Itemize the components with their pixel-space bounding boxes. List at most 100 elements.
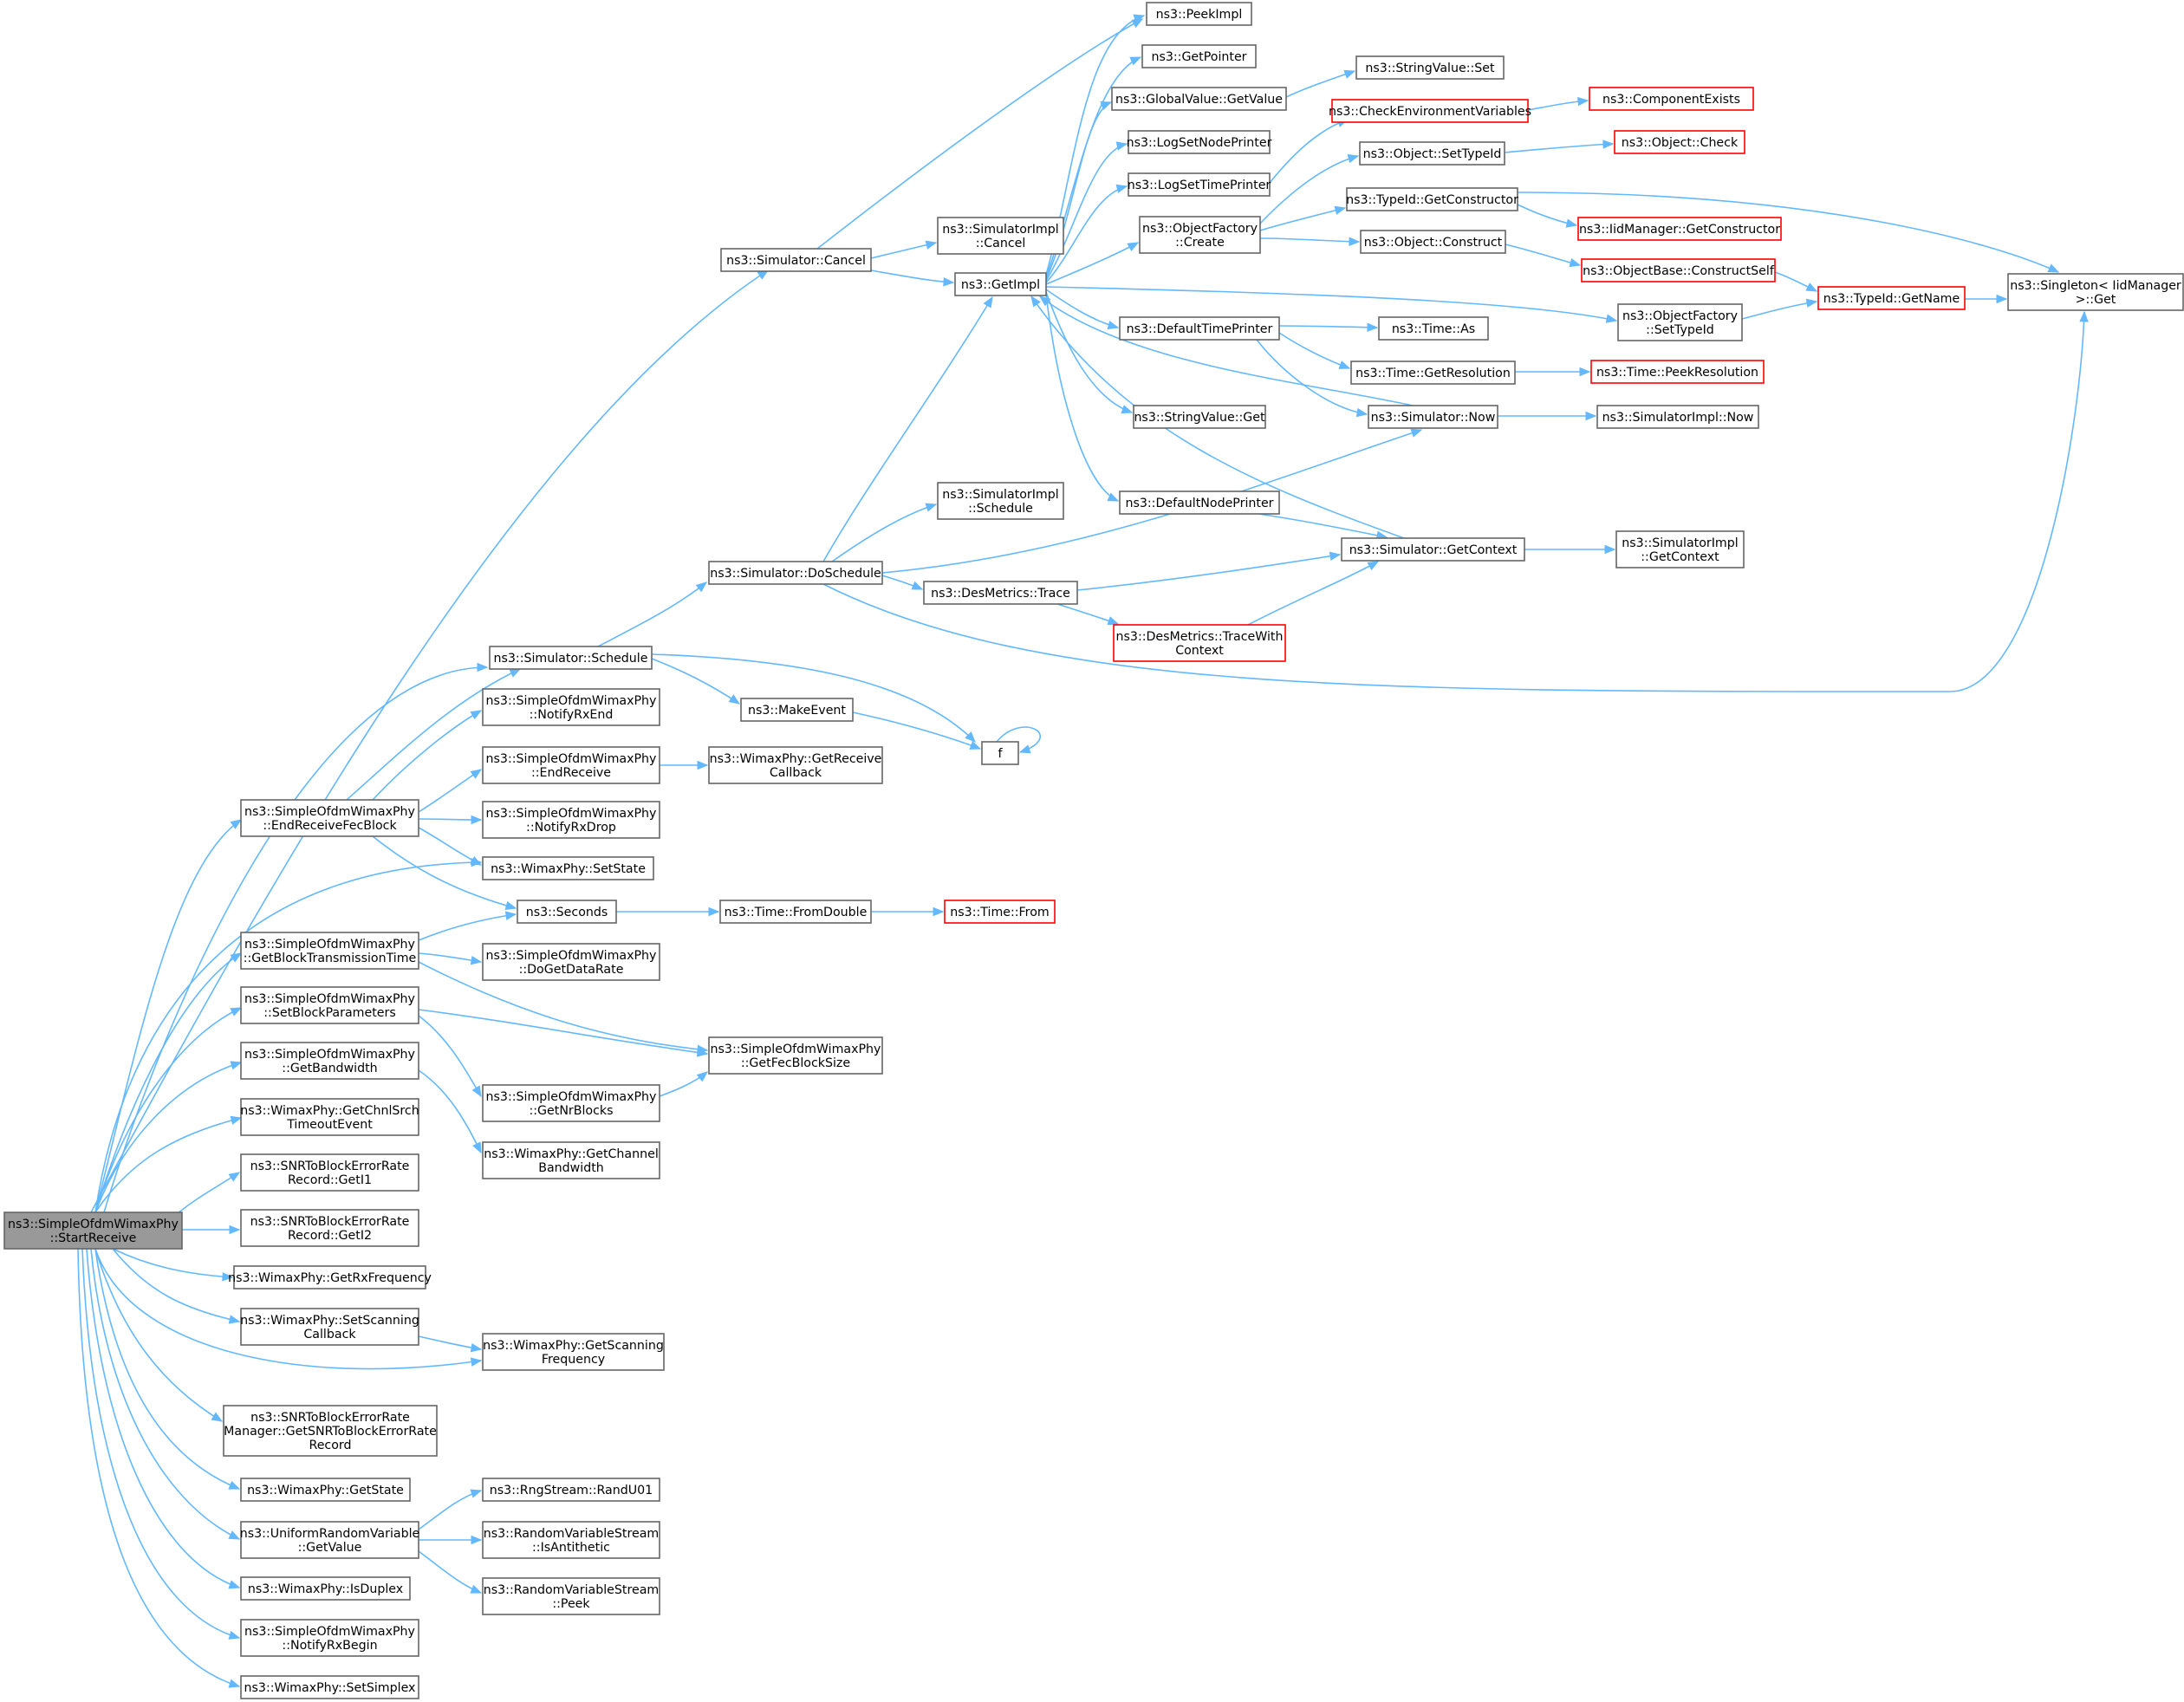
node-objsettypeid[interactable]: ns3::Object::SetTypeId — [1359, 141, 1505, 166]
node-simnow[interactable]: ns3::Simulator::Now — [1368, 405, 1498, 429]
node-box[interactable] — [240, 799, 419, 837]
node-urvgetvalue[interactable]: ns3::UniformRandomVariable::GetValue — [240, 1521, 420, 1559]
node-box[interactable] — [2007, 273, 2184, 311]
node-box[interactable] — [482, 1521, 660, 1559]
node-singleton[interactable]: ns3::Singleton< IidManager>::Get — [2007, 273, 2184, 311]
node-endrecfec[interactable]: ns3::SimpleOfdmWimaxPhy::EndReceiveFecBl… — [240, 799, 419, 837]
node-box[interactable] — [240, 1478, 411, 1502]
node-box[interactable] — [719, 900, 872, 924]
node-cancel[interactable]: ns3::Simulator::Cancel — [720, 248, 872, 272]
node-box[interactable] — [1581, 258, 1776, 283]
node-box[interactable] — [708, 561, 883, 585]
node-tidgetctor[interactable]: ns3::TypeId::GetConstructor — [1346, 187, 1518, 211]
node-timeas[interactable]: ns3::Time::As — [1378, 316, 1489, 341]
node-box[interactable] — [482, 1577, 660, 1615]
node-box[interactable] — [240, 932, 419, 970]
node-peekimpl[interactable]: ns3::PeekImpl — [1146, 2, 1252, 26]
node-box[interactable] — [240, 986, 419, 1024]
node-box[interactable] — [482, 801, 660, 839]
node-dosched[interactable]: ns3::Simulator::DoSchedule — [708, 561, 883, 585]
node-box[interactable] — [3, 1212, 183, 1250]
node-box[interactable] — [482, 746, 660, 784]
node-isduplex[interactable]: ns3::WimaxPhy::IsDuplex — [240, 1576, 411, 1601]
node-root[interactable]: ns3::SimpleOfdmWimaxPhy::StartReceive — [3, 1212, 183, 1250]
node-box[interactable] — [1590, 360, 1765, 384]
node-box[interactable] — [240, 1042, 419, 1080]
node-box[interactable] — [1133, 405, 1266, 429]
node-box[interactable] — [1359, 141, 1505, 166]
node-getbandwidth[interactable]: ns3::SimpleOfdmWimaxPhy::GetBandwidth — [240, 1042, 419, 1080]
node-makeevent[interactable]: ns3::MakeEvent — [740, 698, 854, 722]
node-box[interactable] — [482, 1333, 665, 1371]
node-simgetcontext[interactable]: ns3::Simulator::GetContext — [1341, 537, 1525, 562]
node-seconds[interactable]: ns3::Seconds — [517, 900, 617, 924]
node-box[interactable] — [981, 741, 1019, 765]
node-timegetres[interactable]: ns3::Time::GetResolution — [1350, 361, 1516, 385]
node-box[interactable] — [1615, 530, 1745, 568]
node-box[interactable] — [1119, 316, 1280, 341]
node-getblocktx[interactable]: ns3::SimpleOfdmWimaxPhy::GetBlockTransmi… — [240, 932, 419, 970]
node-box[interactable] — [1146, 2, 1252, 26]
node-objbaseconstruct[interactable]: ns3::ObjectBase::ConstructSelf — [1581, 258, 1776, 283]
node-box[interactable] — [1113, 624, 1286, 662]
node-getrxfreq[interactable]: ns3::WimaxPhy::GetRxFrequency — [228, 1265, 432, 1289]
node-timefrom[interactable]: ns3::Time::From — [944, 900, 1056, 924]
node-getstate[interactable]: ns3::WimaxPhy::GetState — [240, 1478, 411, 1502]
node-simimplschedule[interactable]: ns3::SimulatorImpl::Schedule — [937, 482, 1064, 520]
node-getimpl[interactable]: ns3::GetImpl — [954, 272, 1047, 296]
node-box[interactable] — [1617, 303, 1743, 341]
node-logsettime[interactable]: ns3::LogSetTimePrinter — [1128, 172, 1271, 197]
node-getpointer[interactable]: ns3::GetPointer — [1141, 44, 1257, 68]
node-box[interactable] — [482, 1478, 660, 1502]
node-box[interactable] — [1128, 172, 1271, 197]
node-getfecblocksize[interactable]: ns3::SimpleOfdmWimaxPhy::GetFecBlockSize — [708, 1036, 883, 1075]
node-fromdouble[interactable]: ns3::Time::FromDouble — [719, 900, 872, 924]
node-box[interactable] — [740, 698, 854, 722]
node-box[interactable] — [240, 1576, 411, 1601]
node-box[interactable] — [1355, 55, 1505, 80]
node-simschedule[interactable]: ns3::Simulator::Schedule — [489, 646, 653, 670]
node-box[interactable] — [1614, 130, 1745, 154]
node-box[interactable] — [1119, 490, 1280, 515]
node-endreceive[interactable]: ns3::SimpleOfdmWimaxPhy::EndReceive — [482, 746, 660, 784]
node-defnodeprinter[interactable]: ns3::DefaultNodePrinter — [1119, 490, 1280, 515]
node-box[interactable] — [482, 856, 654, 880]
node-box[interactable] — [1596, 405, 1759, 429]
node-box[interactable] — [1817, 286, 1966, 310]
node-box[interactable] — [482, 1141, 660, 1179]
node-logsetnode[interactable]: ns3::LogSetNodePrinter — [1127, 130, 1272, 154]
node-box[interactable] — [1341, 537, 1525, 562]
node-simimplcancel[interactable]: ns3::SimulatorImpl::Cancel — [937, 217, 1064, 255]
node-f[interactable]: f — [981, 741, 1019, 765]
node-objfactcreate[interactable]: ns3::ObjectFactory::Create — [1139, 216, 1261, 254]
node-box[interactable] — [1378, 316, 1489, 341]
node-box[interactable] — [937, 217, 1064, 255]
node-objfactsettypeid[interactable]: ns3::ObjectFactory::SetTypeId — [1617, 303, 1743, 341]
node-checkenv[interactable]: ns3::CheckEnvironmentVariables — [1329, 99, 1531, 123]
node-box[interactable] — [240, 1619, 419, 1657]
node-randu01[interactable]: ns3::RngStream::RandU01 — [482, 1478, 660, 1502]
node-compexists[interactable]: ns3::ComponentExists — [1589, 87, 1754, 111]
node-box[interactable] — [482, 688, 660, 726]
node-setsimplex[interactable]: ns3::WimaxPhy::SetSimplex — [240, 1675, 419, 1699]
node-box[interactable] — [240, 1153, 419, 1192]
node-box[interactable] — [489, 646, 653, 670]
node-notifyrxdrop[interactable]: ns3::SimpleOfdmWimaxPhy::NotifyRxDrop — [482, 801, 660, 839]
node-box[interactable] — [1141, 44, 1257, 68]
node-isantithetic[interactable]: ns3::RandomVariableStream::IsAntithetic — [482, 1521, 660, 1559]
node-box[interactable] — [240, 1675, 419, 1699]
node-snrmgr[interactable]: ns3::SNRToBlockErrorRateManager::GetSNRT… — [223, 1405, 438, 1457]
node-box[interactable] — [937, 482, 1064, 520]
node-timepeekres[interactable]: ns3::Time::PeekResolution — [1590, 360, 1765, 384]
node-destrace[interactable]: ns3::DesMetrics::Trace — [923, 581, 1078, 605]
node-box[interactable] — [1331, 99, 1529, 123]
node-simimplnow[interactable]: ns3::SimulatorImpl::Now — [1596, 405, 1759, 429]
node-setblockparams[interactable]: ns3::SimpleOfdmWimaxPhy::SetBlockParamet… — [240, 986, 419, 1024]
node-box[interactable] — [482, 1084, 660, 1122]
node-box[interactable] — [240, 1521, 419, 1559]
